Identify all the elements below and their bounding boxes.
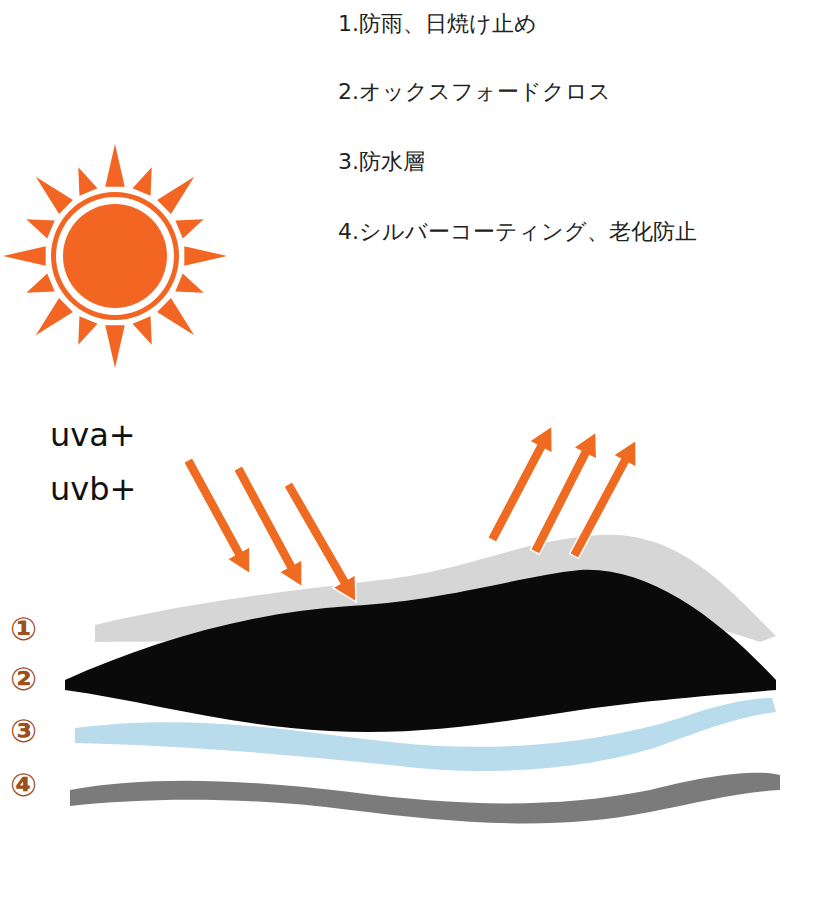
callout-number: ② <box>10 662 37 697</box>
uv-arrow <box>570 440 637 558</box>
sun-ray <box>3 246 46 266</box>
sun-ray <box>26 219 54 238</box>
sun-ray <box>78 316 97 344</box>
sun-ray <box>78 167 97 195</box>
layer-4-silver <box>70 773 780 824</box>
sun-ray <box>133 167 152 195</box>
sun-ray <box>157 298 194 335</box>
sun-ray <box>175 274 203 293</box>
sun-icon <box>3 144 227 368</box>
uv-arrow <box>284 482 356 602</box>
sun-ray <box>105 325 125 368</box>
callout-number: ① <box>10 612 37 647</box>
layer-note: 4.シルバーコーティング、老化防止 <box>338 220 697 244</box>
sun-gap <box>56 197 174 315</box>
sun-ray <box>184 246 227 266</box>
sun-ray <box>133 316 152 344</box>
sun-ray <box>175 219 203 238</box>
sun-ring <box>51 192 179 320</box>
sun-disk <box>63 204 167 308</box>
callout-number: ③ <box>10 714 37 749</box>
sun-ray <box>36 177 73 214</box>
uv-label: uvb+ <box>50 472 136 507</box>
uv-arrows <box>184 426 637 602</box>
uv-label: uva+ <box>50 418 136 453</box>
layer-note: 3.防水層 <box>338 150 425 174</box>
layer-2-oxford <box>65 570 776 732</box>
layer-note: 2.オックスフォードクロス <box>338 80 611 104</box>
sun-ray <box>36 298 73 335</box>
callout-number: ④ <box>10 768 37 803</box>
sun-ray <box>157 177 194 214</box>
sun-ray <box>26 274 54 293</box>
sun-ray <box>105 144 125 187</box>
layer-note: 1.防雨、日焼け止め <box>338 12 537 36</box>
